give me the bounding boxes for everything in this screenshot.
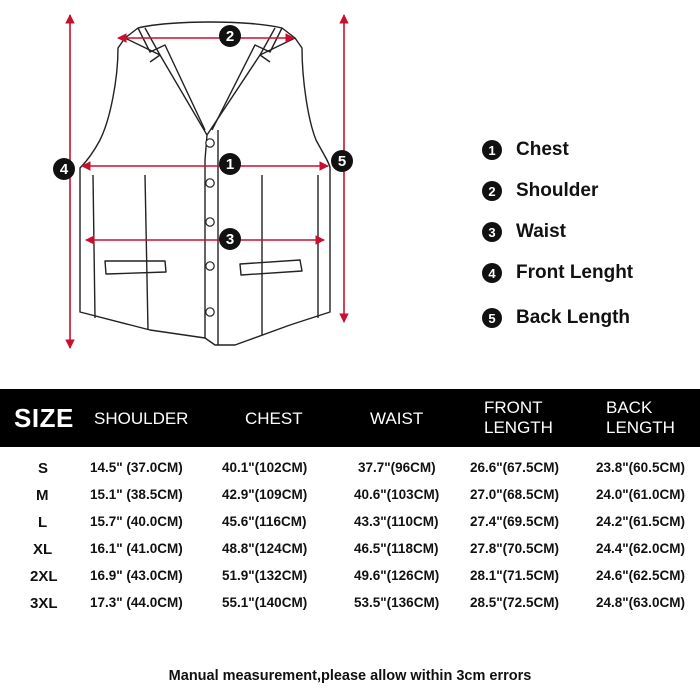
marker-front-length-label: 4	[60, 161, 69, 178]
cell-chest: 42.9"(109CM)	[222, 487, 308, 502]
vest-diagram: 2 1 3 4 5	[53, 14, 353, 349]
cell-chest: 40.1"(102CM)	[222, 460, 308, 475]
cell-waist: 40.6"(103CM)	[354, 487, 440, 502]
header-back-length: BACK LENGTH	[606, 398, 675, 438]
marker-chest-label: 1	[226, 156, 234, 173]
cell-back-length: 23.8"(60.5CM)	[596, 460, 685, 475]
table-row: 2XL 16.9" (43.0CM) 51.9"(132CM) 49.6"(12…	[0, 568, 700, 594]
cell-waist: 49.6"(126CM)	[354, 568, 440, 583]
cell-front-length: 26.6"(67.5CM)	[470, 460, 559, 475]
legend-item-chest: 1 Chest	[482, 136, 569, 164]
legend-item-front-length: 4 Front Lenght	[482, 259, 633, 287]
cell-size: 3XL	[30, 595, 58, 612]
legend-item-shoulder: 2 Shoulder	[482, 177, 598, 205]
marker-front-length	[53, 158, 75, 180]
legend-number: 5	[482, 308, 502, 328]
vest-button	[205, 178, 215, 188]
vest-button	[205, 217, 215, 227]
header-size: SIZE	[14, 403, 74, 433]
cell-chest: 45.6"(116CM)	[222, 514, 307, 529]
cell-shoulder: 16.9" (43.0CM)	[90, 568, 183, 583]
cell-size: XL	[33, 541, 53, 558]
legend-item-waist: 3 Waist	[482, 218, 566, 246]
vest-button	[205, 138, 215, 148]
legend-label: Chest	[516, 139, 569, 160]
cell-shoulder: 14.5" (37.0CM)	[90, 460, 183, 475]
cell-chest: 51.9"(132CM)	[222, 568, 308, 583]
legend-number: 4	[482, 263, 502, 283]
cell-front-length: 27.8"(70.5CM)	[470, 541, 559, 556]
header-chest: CHEST	[245, 409, 303, 428]
vest-outline	[79, 21, 331, 346]
table-row: S 14.5" (37.0CM) 40.1"(102CM) 37.7"(96CM…	[0, 460, 700, 486]
legend-number: 2	[482, 181, 502, 201]
cell-size: 2XL	[30, 568, 58, 585]
cell-size: S	[38, 460, 49, 477]
cell-front-length: 28.5"(72.5CM)	[470, 595, 559, 610]
marker-back-length	[331, 150, 353, 172]
cell-chest: 48.8"(124CM)	[222, 541, 308, 556]
cell-shoulder: 15.1" (38.5CM)	[90, 487, 183, 502]
header-shoulder: SHOULDER	[94, 409, 189, 428]
header-back-length-line1: BACK	[606, 398, 653, 417]
legend-label: Front Lenght	[516, 262, 634, 283]
table-row: XL 16.1" (41.0CM) 48.8"(124CM) 46.5"(118…	[0, 541, 700, 567]
cell-front-length: 27.0"(68.5CM)	[470, 487, 559, 502]
marker-waist	[219, 228, 241, 250]
cell-back-length: 24.0"(61.0CM)	[596, 487, 685, 502]
cell-shoulder: 16.1" (41.0CM)	[90, 541, 183, 556]
cell-back-length: 24.2"(61.5CM)	[596, 514, 685, 529]
size-table-header: SIZE SHOULDER CHEST WAIST FRONT LENGTH B…	[0, 389, 700, 447]
cell-back-length: 24.4"(62.0CM)	[596, 541, 685, 556]
legend-label: Waist	[516, 221, 566, 242]
vest-buttons	[205, 138, 215, 317]
header-front-length-line1: FRONT	[484, 398, 543, 417]
cell-waist: 43.3"(110CM)	[354, 514, 439, 529]
vest-button	[205, 307, 215, 317]
legend-number: 1	[482, 140, 502, 160]
marker-waist-label: 3	[226, 231, 234, 248]
table-row: 3XL 17.3" (44.0CM) 55.1"(140CM) 53.5"(13…	[0, 595, 700, 621]
header-back-length-line2: LENGTH	[606, 418, 675, 437]
cell-front-length: 27.4"(69.5CM)	[470, 514, 559, 529]
cell-size: L	[38, 514, 48, 531]
cell-waist: 37.7"(96CM)	[358, 460, 436, 475]
measurement-note: Manual measurement,please allow within 3…	[168, 668, 532, 684]
marker-chest	[219, 153, 241, 175]
cell-back-length: 24.8"(63.0CM)	[596, 595, 685, 610]
table-row: L 15.7" (40.0CM) 45.6"(116CM) 43.3"(110C…	[0, 514, 700, 540]
marker-back-length-label: 5	[338, 153, 346, 170]
header-front-length: FRONT LENGTH	[484, 398, 553, 438]
legend-label: Back Length	[516, 307, 631, 328]
cell-waist: 53.5"(136CM)	[354, 595, 440, 610]
table-row: M 15.1" (38.5CM) 42.9"(109CM) 40.6"(103C…	[0, 487, 700, 513]
legend-item-back-length: 5 Back Length	[482, 304, 630, 332]
legend-label: Shoulder	[516, 180, 599, 201]
legend-number: 3	[482, 222, 502, 242]
header-waist: WAIST	[370, 409, 424, 428]
header-front-length-line2: LENGTH	[484, 418, 553, 437]
cell-shoulder: 17.3" (44.0CM)	[90, 595, 183, 610]
cell-chest: 55.1"(140CM)	[222, 595, 308, 610]
cell-front-length: 28.1"(71.5CM)	[470, 568, 559, 583]
cell-waist: 46.5"(118CM)	[354, 541, 439, 556]
cell-back-length: 24.6"(62.5CM)	[596, 568, 685, 583]
marker-shoulder	[219, 25, 241, 47]
cell-shoulder: 15.7" (40.0CM)	[90, 514, 183, 529]
cell-size: M	[36, 487, 49, 504]
marker-shoulder-label: 2	[226, 28, 234, 45]
vest-button	[205, 261, 215, 271]
